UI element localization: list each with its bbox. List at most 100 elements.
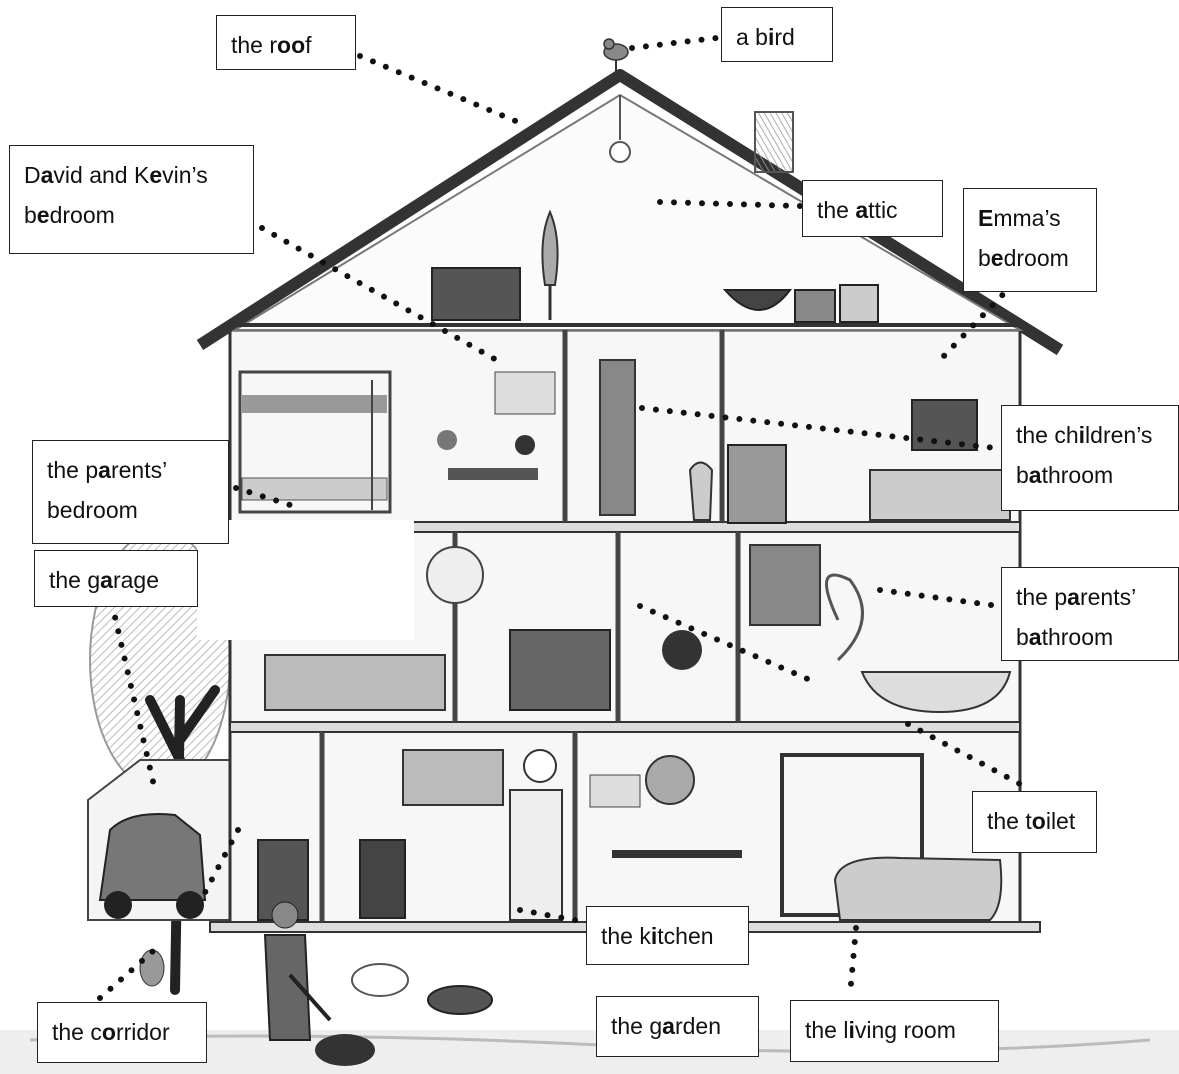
label-garage: the garage [34,550,198,607]
sofa [833,856,1003,921]
label-text: the p [47,457,99,483]
label-text: b [24,202,37,228]
fridge [509,789,563,921]
stressed-letters: a [662,1013,675,1039]
label-text: the g [611,1013,663,1039]
label-line: bathroom [1016,455,1164,495]
leader-corridor-2 [197,827,241,905]
cabinet [749,544,821,626]
stressed-letters: o [101,1019,116,1045]
label-line: the kitchen [601,916,734,956]
label-line: the parents’ [47,450,214,490]
label-text: b [1016,462,1029,488]
stressed-letters: E [978,205,994,231]
label-text: D [24,162,41,188]
stressed-letters: i [767,24,775,50]
label-parents-bedroom: the parents’bedroom [32,440,229,544]
label-text: mma’s [993,205,1061,231]
label-line: the garden [611,1006,744,1046]
label-text: f [305,32,312,58]
stove [359,839,406,919]
label-text: the c [52,1019,102,1045]
garage-structure [87,759,231,921]
label-text: the k [601,923,651,949]
label-text: rden [674,1013,721,1039]
label-line: the corridor [52,1012,192,1052]
painting [589,774,641,808]
shelf [911,399,978,451]
label-parents-bathroom: the parents’bathroom [1001,567,1179,661]
plant-ball [662,630,702,670]
label-text: throom [1041,624,1114,650]
label-text: the g [49,567,101,593]
label-line: David and Kevin’s [24,155,239,195]
bathtub [860,671,1012,714]
lamp [426,546,484,604]
stressed-letters: oo [277,32,306,58]
leader-toilet [637,603,813,683]
label-line: bedroom [47,490,214,530]
label-text: the l [805,1017,849,1043]
label-line: the toilet [987,801,1082,841]
car [98,813,207,919]
label-roof: the roof [216,15,356,70]
label-text: droom [49,202,115,228]
stressed-letters: i [848,1017,855,1043]
leader-parents-bedroom [233,485,303,511]
label-line: Emma’s [978,198,1082,238]
leader-lines [97,35,1023,1001]
stressed-letters: e [149,162,163,188]
label-text: the ch [1016,422,1079,448]
label-text: rents’ [1079,584,1137,610]
dresser [509,629,611,711]
label-line: bedroom [24,195,239,235]
stressed-letters: a [98,457,111,483]
stressed-letters: a [1028,624,1042,650]
bird-icon [603,38,629,72]
stressed-letters: o [1031,808,1046,834]
label-line: a bird [736,17,818,57]
stressed-letters: a [855,197,869,223]
leader-garage [109,601,158,793]
label-text: a b [736,24,768,50]
label-line: the garage [49,560,183,600]
stressed-letters: a [1067,584,1080,610]
stressed-letters: e [990,245,1004,271]
stressed-letters: a [100,567,113,593]
leader-living-room [847,925,859,998]
hall-table [257,839,309,921]
label-text: tchen [657,923,714,949]
label-text: b [978,245,991,271]
drawers [727,444,787,524]
cat [427,985,493,1015]
label-text: the [817,197,856,223]
label-text: throom [1041,462,1114,488]
stressed-letters: i [650,923,658,949]
leader-attic [657,199,803,209]
label-text: the p [1016,584,1068,610]
parents-bed [264,654,446,711]
plant [824,573,864,662]
poster [494,371,556,415]
label-text: ving room [854,1017,956,1043]
label-line: the attic [817,190,928,230]
bunk-bed [238,370,392,514]
label-attic: the attic [802,180,943,237]
leader-parents-bathroom [877,587,1001,609]
desk-children [437,430,538,480]
label-bird: a bird [721,7,833,62]
stressed-letters: a [1028,462,1042,488]
label-text: ldren’s [1085,422,1153,448]
attic-items [431,95,879,323]
leader-childrens-bathroom [639,405,998,451]
bulb-icon [609,95,631,163]
blank-area [197,520,414,640]
label-text: rage [112,567,159,593]
leader-roof [357,53,521,125]
label-text: rents’ [110,457,168,483]
shower-curtain [599,359,636,516]
label-line: the children’s [1016,415,1164,455]
